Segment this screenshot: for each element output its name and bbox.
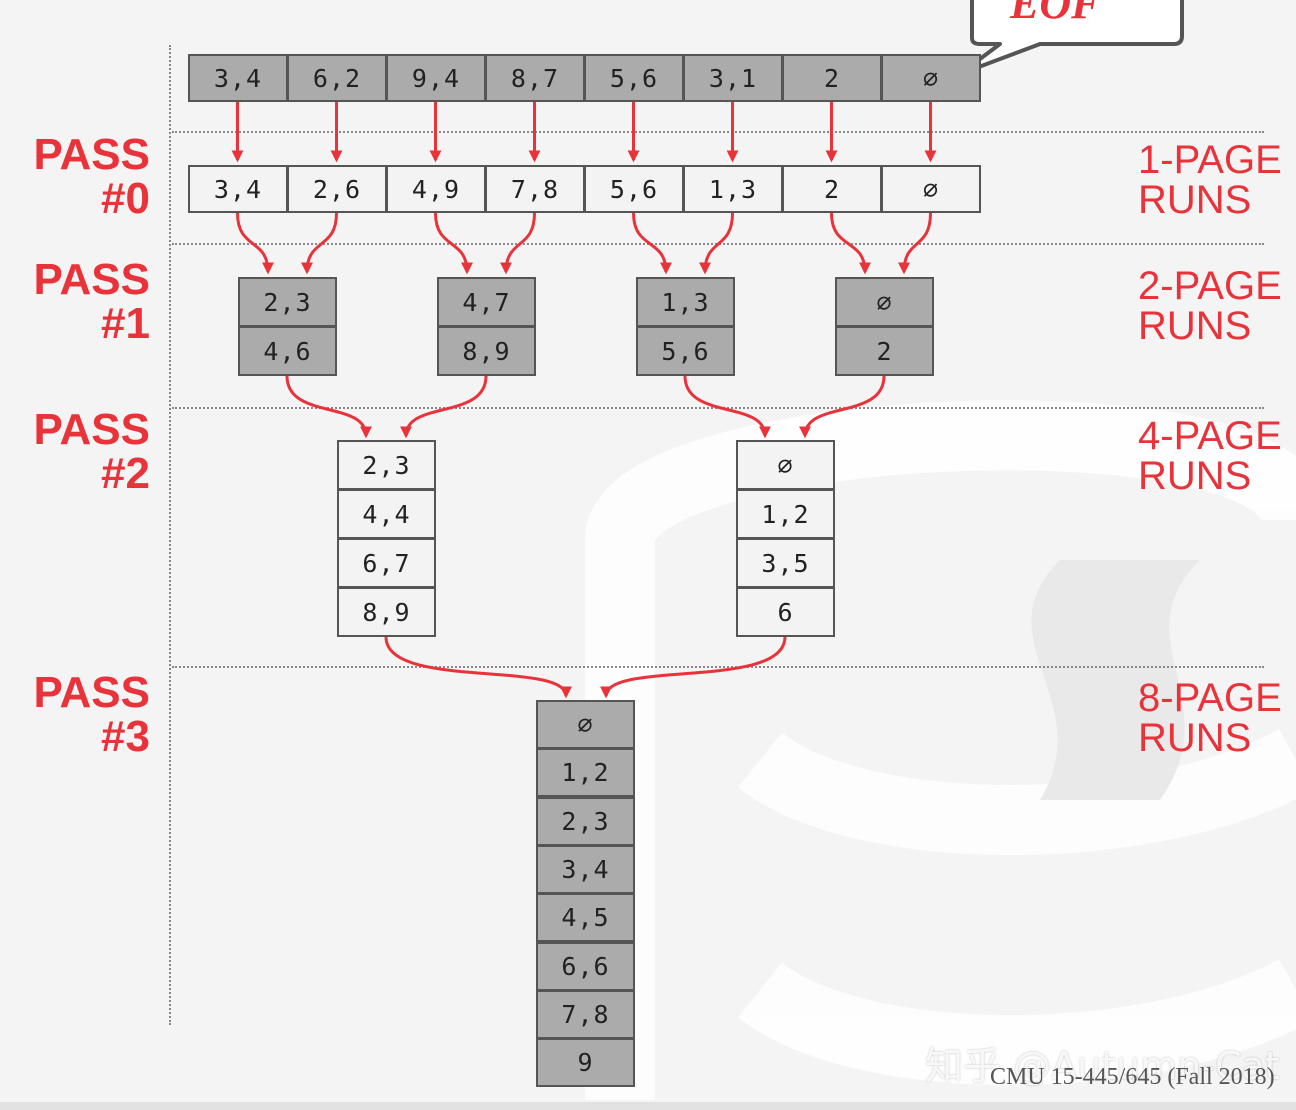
pass0-page: 1,3 bbox=[683, 165, 783, 213]
pass2-page: 6 bbox=[736, 587, 835, 637]
pass2-to-pass3-arrow bbox=[384, 636, 572, 699]
pass2-page: 3,5 bbox=[736, 538, 835, 588]
pass1-page: ∅ bbox=[835, 277, 934, 327]
pass3-page: ∅ bbox=[536, 700, 635, 749]
pass1-label: PASS#1 bbox=[33, 255, 150, 348]
vertical-divider bbox=[169, 45, 171, 1025]
pass0-to-pass1-arrow bbox=[301, 212, 338, 275]
input-page: 2 bbox=[782, 54, 882, 102]
input-page: 9,4 bbox=[386, 54, 486, 102]
pass0-page: 2 bbox=[782, 165, 882, 213]
pass0-to-pass1-arrow bbox=[632, 212, 672, 275]
pass0-page: ∅ bbox=[881, 165, 981, 213]
input-page: 6,2 bbox=[287, 54, 387, 102]
pass1-page: 4,7 bbox=[437, 277, 536, 327]
watermark: 知乎 @Autumn-Cat bbox=[925, 1044, 1280, 1088]
pass1-page: 4,6 bbox=[238, 326, 337, 376]
pass3-page: 7,8 bbox=[536, 989, 635, 1039]
pass0-divider bbox=[172, 131, 1264, 133]
pass3-label: PASS#3 bbox=[33, 668, 150, 761]
pass1-page: 1,3 bbox=[636, 277, 735, 327]
pass1-page: 2 bbox=[835, 326, 934, 376]
pass0-to-pass1-arrow bbox=[830, 212, 871, 275]
input-page: 3,4 bbox=[188, 54, 288, 102]
course-credit: CMU 15-445/645 (Fall 2018) bbox=[990, 1064, 1275, 1090]
pass0-to-pass1-arrow bbox=[500, 212, 536, 275]
pass1-to-pass2-arrow bbox=[799, 375, 886, 439]
pass0-page: 5,6 bbox=[584, 165, 684, 213]
pass3-page: 9 bbox=[536, 1038, 635, 1088]
pass0-page: 7,8 bbox=[485, 165, 585, 213]
pass0-label: PASS#0 bbox=[33, 130, 150, 223]
pass2-page: 4,4 bbox=[337, 489, 436, 539]
eof-label: EOF bbox=[1010, 0, 1101, 28]
input-page: ∅ bbox=[881, 54, 981, 102]
pass2-page: 1,2 bbox=[736, 489, 835, 539]
pass1-page: 8,9 bbox=[437, 326, 536, 376]
pass1-page: 5,6 bbox=[636, 326, 735, 376]
pass3-page: 2,3 bbox=[536, 796, 635, 846]
pass2-page: ∅ bbox=[736, 440, 835, 490]
pass2-page: 2,3 bbox=[337, 440, 436, 490]
pass1-to-pass2-arrow bbox=[683, 375, 771, 439]
pass0-page: 2,6 bbox=[287, 165, 387, 213]
pass3-page: 3,4 bbox=[536, 844, 635, 894]
pass3-page: 4,5 bbox=[536, 893, 635, 943]
pass1-to-pass2-arrow bbox=[400, 375, 488, 439]
pass0-to-pass1-arrow bbox=[898, 212, 932, 275]
pass1-page: 2,3 bbox=[238, 277, 337, 327]
pass0-to-pass1-arrow bbox=[699, 212, 734, 275]
input-page: 5,6 bbox=[584, 54, 684, 102]
pass0-page: 3,4 bbox=[188, 165, 288, 213]
pass0-to-pass1-arrow bbox=[434, 212, 473, 275]
input-page: 3,1 bbox=[683, 54, 783, 102]
input-page: 8,7 bbox=[485, 54, 585, 102]
bottom-bar bbox=[0, 1102, 1296, 1110]
pass3-page: 1,2 bbox=[536, 748, 635, 798]
pass0-page: 4,9 bbox=[386, 165, 486, 213]
pass2-page: 8,9 bbox=[337, 587, 436, 637]
pass2-to-pass3-arrow bbox=[600, 636, 787, 699]
pass0-to-pass1-arrow bbox=[236, 212, 274, 275]
pass3-page: 6,6 bbox=[536, 941, 635, 991]
pass2-page: 6,7 bbox=[337, 538, 436, 588]
pass3-divider bbox=[172, 666, 1264, 668]
pass2-label: PASS#2 bbox=[33, 405, 150, 498]
pass1-to-pass2-arrow bbox=[285, 375, 372, 439]
